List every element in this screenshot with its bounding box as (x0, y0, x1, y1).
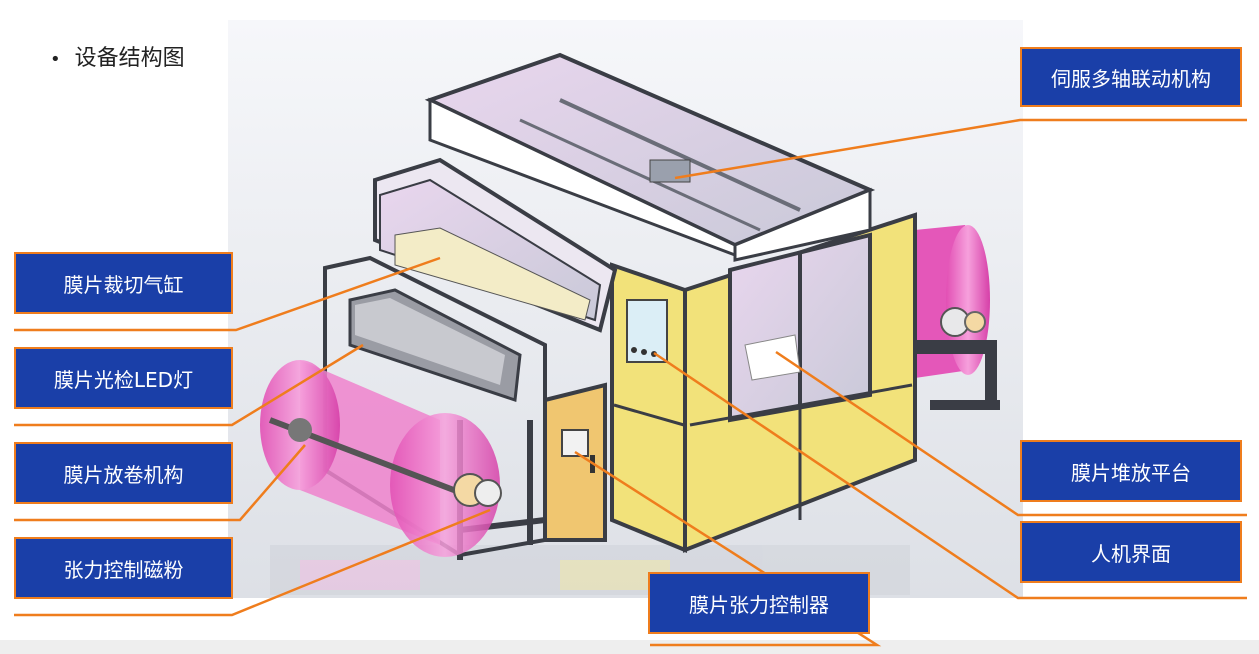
middle-cabinet (610, 262, 687, 553)
servo-gantry-housing (424, 52, 876, 262)
leader-tension-controller (574, 450, 882, 647)
label-led-inspection: 膜片光检LED灯 (14, 347, 233, 409)
led-inspection-bar (348, 288, 522, 403)
leader-lines (14, 118, 1247, 647)
tension-controller-cabinet (543, 382, 607, 542)
magnetic-powder-brake (453, 473, 502, 507)
label-tension-controller: 膜片张力控制器 (648, 572, 870, 634)
right-film-roll (915, 225, 990, 378)
floor-reflection (270, 545, 910, 595)
main-cabinet (683, 212, 917, 553)
leader-stacking (775, 350, 1247, 517)
leader-unwind (14, 444, 306, 522)
cutting-section (373, 157, 618, 333)
label-cutting-cylinder: 膜片裁切气缸 (14, 252, 233, 314)
left-film-roll (260, 360, 500, 557)
label-unwind-mechanism: 膜片放卷机构 (14, 442, 233, 504)
leader-tension-powder (14, 508, 491, 617)
label-stacking-platform: 膜片堆放平台 (1020, 440, 1242, 502)
label-tension-powder: 张力控制磁粉 (14, 537, 233, 599)
right-support-frame (915, 307, 1000, 410)
leader-servo (674, 118, 1247, 180)
bullet-icon: • (50, 49, 61, 70)
bottom-strip (0, 640, 1259, 654)
label-servo-mechanism: 伺服多轴联动机构 (1020, 47, 1242, 107)
leader-led (14, 343, 364, 427)
section-title: 设备结构图 (74, 46, 185, 71)
leader-cutting (14, 256, 441, 332)
section-heading: • 设备结构图 (50, 40, 185, 72)
label-hmi: 人机界面 (1020, 521, 1242, 583)
leader-hmi (653, 351, 1247, 600)
